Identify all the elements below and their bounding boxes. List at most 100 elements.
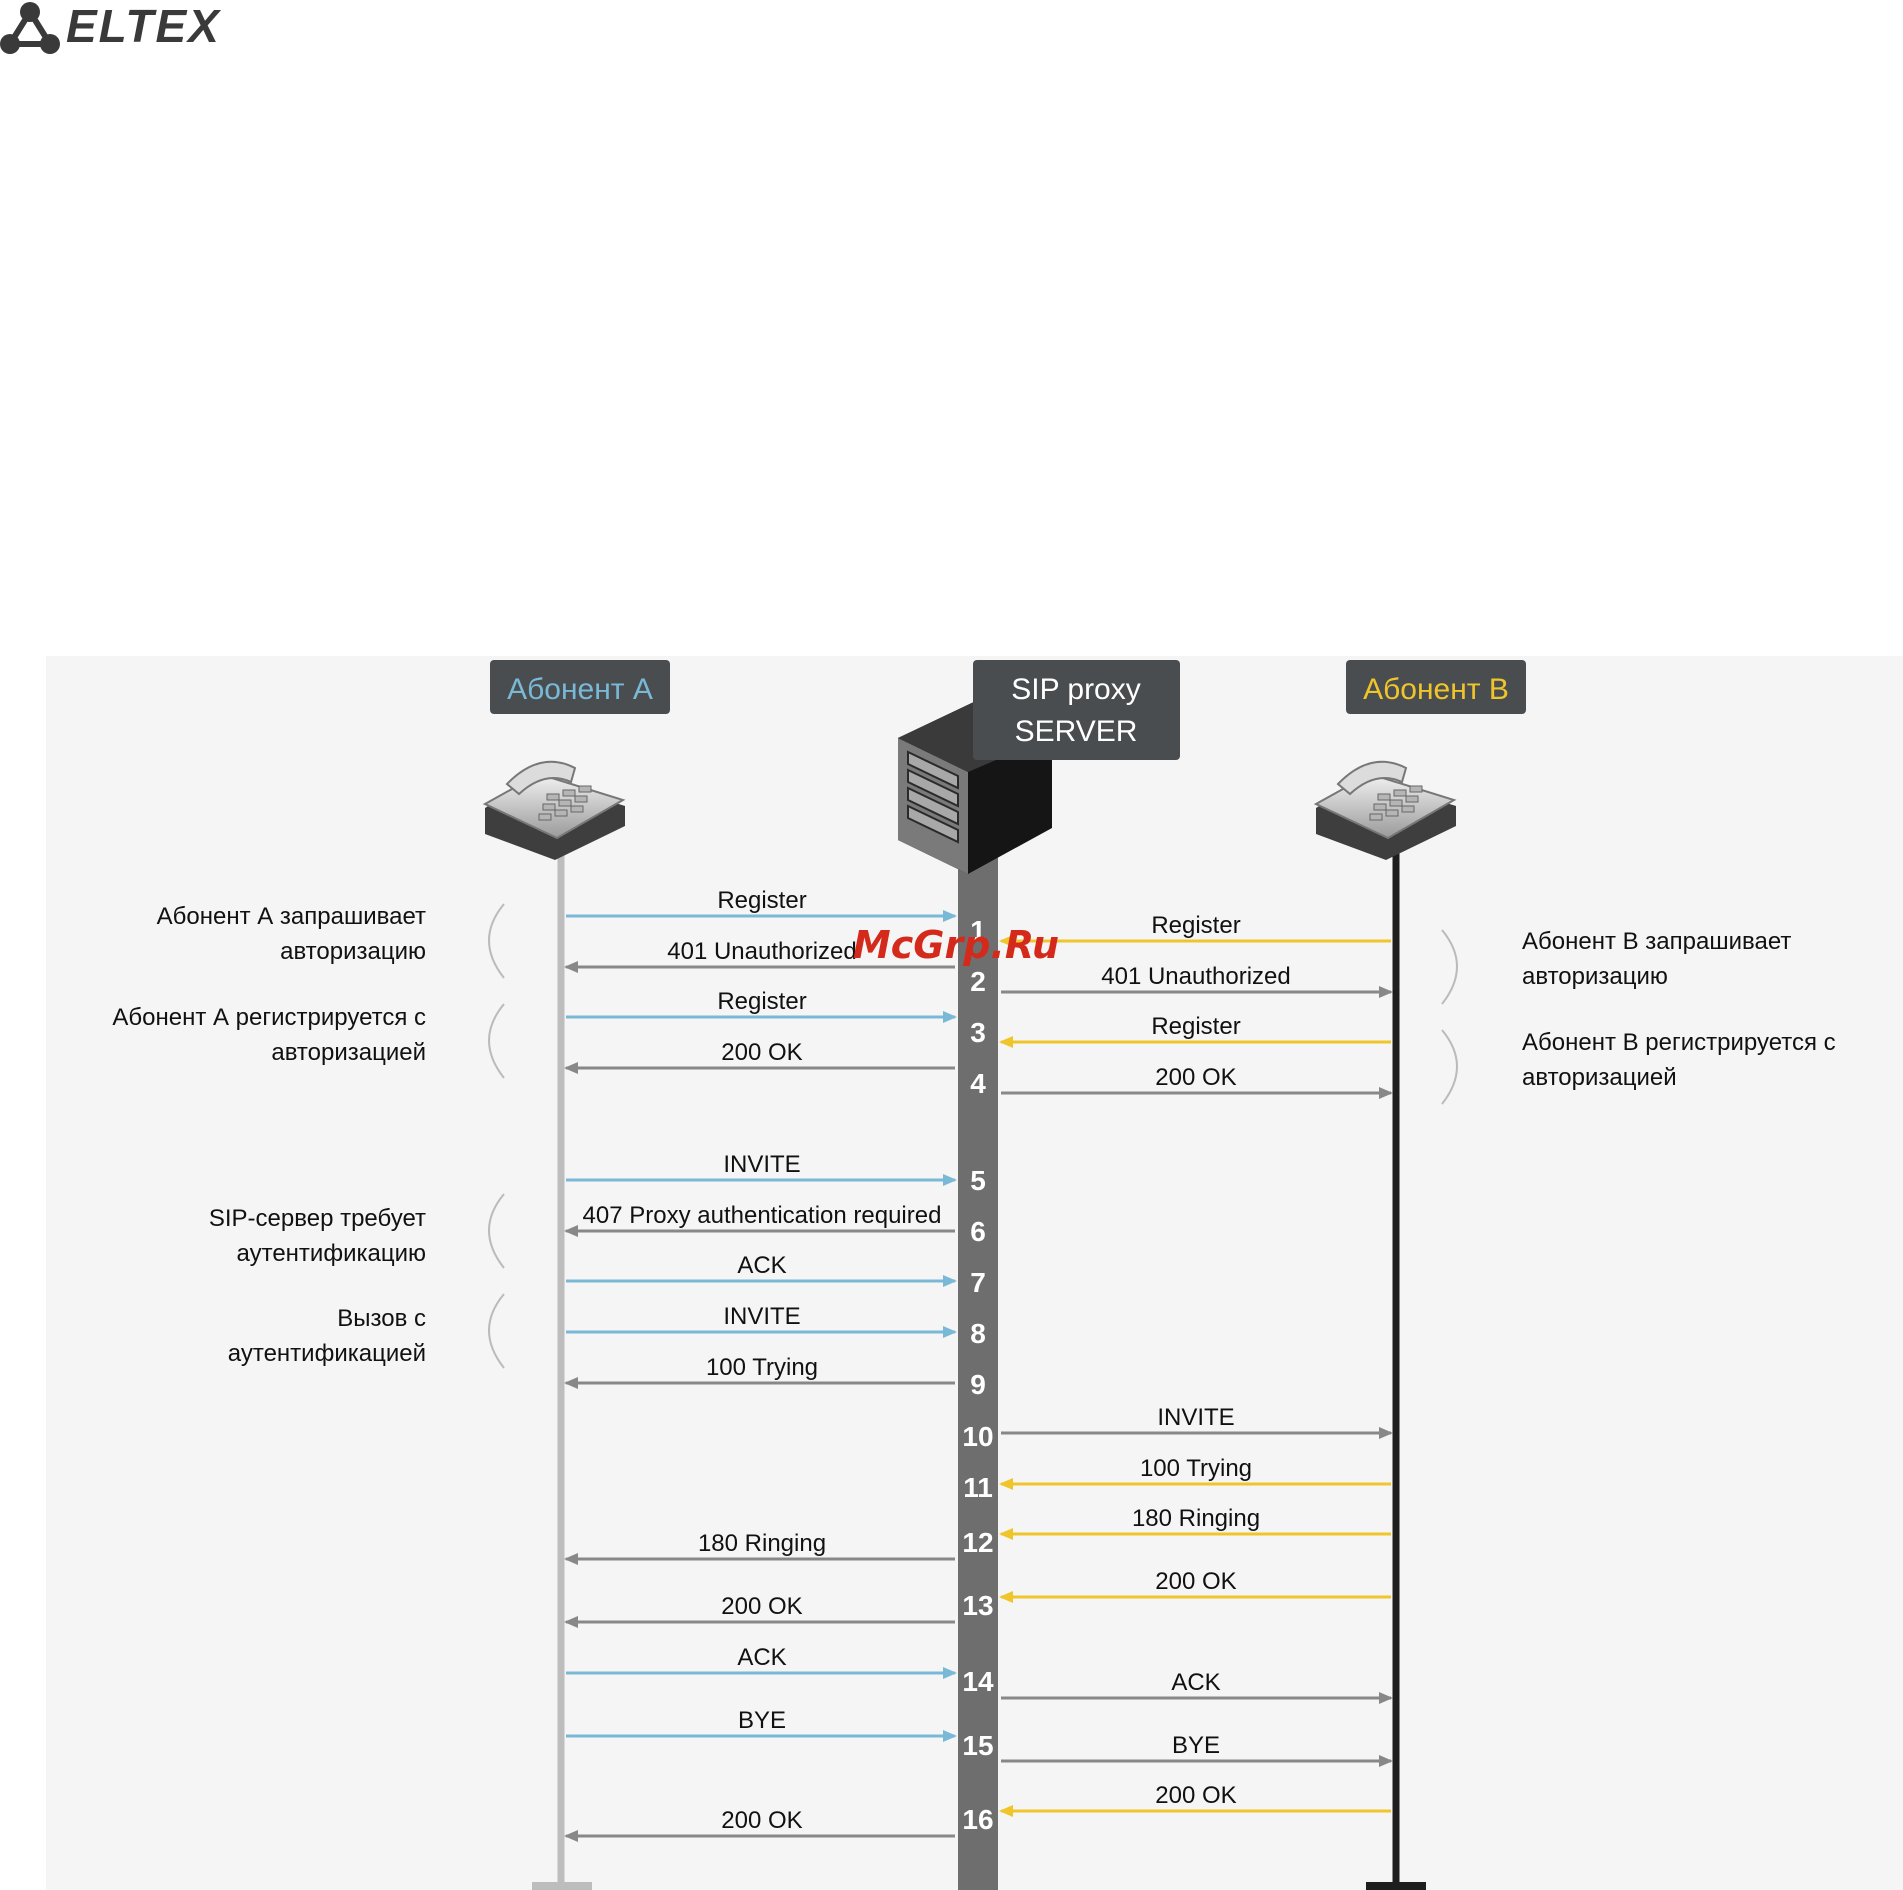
message-arrow: Register xyxy=(999,1013,1391,1048)
message-arrow: 401 Unauthorized xyxy=(1001,963,1393,998)
message-label: 100 Trying xyxy=(1140,1455,1252,1482)
message-label: 200 OK xyxy=(1155,1568,1236,1595)
step-number: 2 xyxy=(970,966,986,997)
note-a2-line2: авторизацией xyxy=(271,1039,426,1066)
message-arrow: 401 Unauthorized xyxy=(564,938,955,973)
step-number: 4 xyxy=(970,1068,986,1099)
message-label: Register xyxy=(1151,912,1240,939)
note-a2-line1: Абонент А регистрируется с xyxy=(112,1004,426,1031)
message-label: ACK xyxy=(1171,1669,1220,1696)
message-label: 200 OK xyxy=(721,1807,802,1834)
message-label: 200 OK xyxy=(1155,1064,1236,1091)
note-b1-line2: авторизацию xyxy=(1522,963,1668,990)
note-b-register-auth: Абонент В регистрируется с авторизацией xyxy=(1441,1029,1836,1105)
message-label: 401 Unauthorized xyxy=(667,938,856,965)
note-a3-line2: аутентификацию xyxy=(237,1240,426,1267)
message-arrow: 407 Proxy authentication required xyxy=(564,1202,955,1237)
message-label: 200 OK xyxy=(721,1593,802,1620)
step-number: 10 xyxy=(962,1421,993,1452)
header-server: SIP proxy SERVER xyxy=(973,660,1180,760)
message-label: Register xyxy=(717,988,806,1015)
note-b2-line1: Абонент В регистрируется с xyxy=(1522,1029,1836,1056)
note-a-register-auth: Абонент А регистрируется с авторизацией xyxy=(112,1003,505,1079)
step-number: 11 xyxy=(963,1472,993,1503)
step-number: 3 xyxy=(970,1017,986,1048)
message-arrow: ACK xyxy=(566,1252,957,1287)
eltex-logo: ELTEX xyxy=(0,0,221,54)
phone-a-icon xyxy=(482,760,626,860)
message-arrow: 200 OK xyxy=(564,1593,955,1628)
message-label: Register xyxy=(1151,1013,1240,1040)
message-arrow: 180 Ringing xyxy=(999,1505,1391,1540)
message-arrow: BYE xyxy=(1001,1732,1393,1767)
step-number: 9 xyxy=(970,1369,986,1400)
message-label: BYE xyxy=(1172,1732,1220,1759)
step-number: 1 xyxy=(970,915,986,946)
message-label: INVITE xyxy=(723,1151,800,1178)
step-number: 7 xyxy=(970,1267,986,1298)
phone-b-icon xyxy=(1313,760,1457,860)
message-label: 180 Ringing xyxy=(698,1530,826,1557)
message-label: ACK xyxy=(737,1644,786,1671)
message-arrow: 200 OK xyxy=(564,1807,955,1842)
note-b2-line2: авторизацией xyxy=(1522,1064,1677,1091)
step-number: 14 xyxy=(962,1666,994,1697)
header-subscriber-b: Абонент В xyxy=(1346,660,1526,714)
message-arrow: ACK xyxy=(566,1644,957,1679)
step-number: 12 xyxy=(962,1527,993,1558)
message-label: 200 OK xyxy=(1155,1782,1236,1809)
note-a-server-requires-auth: SIP-сервер требует аутентификацию xyxy=(209,1193,505,1269)
header-a-label: Абонент А xyxy=(507,673,653,706)
message-arrow: 180 Ringing xyxy=(564,1530,955,1565)
logo-text: ELTEX xyxy=(66,0,221,52)
step-number: 16 xyxy=(962,1804,993,1835)
message-arrow: ACK xyxy=(1001,1669,1393,1704)
message-arrow: 100 Trying xyxy=(564,1354,955,1389)
message-label: 200 OK xyxy=(721,1039,802,1066)
message-label: Register xyxy=(717,887,806,914)
sip-call-flow-diagram: Абонент А SIP proxy SERVER Абонент В Або… xyxy=(46,656,1903,1890)
lifeline-b-foot xyxy=(1366,1882,1426,1890)
header-server-line1: SIP proxy xyxy=(1011,673,1141,706)
message-label: ACK xyxy=(737,1252,786,1279)
note-a1-line2: авторизацию xyxy=(280,938,426,965)
message-arrow: Register xyxy=(566,988,957,1023)
message-label: 100 Trying xyxy=(706,1354,818,1381)
lifeline-server xyxy=(958,850,998,1890)
step-number: 13 xyxy=(962,1590,993,1621)
note-a-call-with-auth: Вызов с аутентификацией xyxy=(228,1293,505,1369)
message-label: 401 Unauthorized xyxy=(1101,963,1290,990)
header-b-label: Абонент В xyxy=(1363,673,1509,706)
step-number: 8 xyxy=(970,1318,986,1349)
message-arrow: INVITE xyxy=(566,1303,957,1338)
message-label: INVITE xyxy=(1157,1404,1234,1431)
note-a-request-auth: Абонент А запрашивает авторизацию xyxy=(157,903,505,979)
message-arrow: Register xyxy=(566,887,957,922)
message-label: BYE xyxy=(738,1707,786,1734)
message-arrow: 200 OK xyxy=(999,1568,1391,1603)
message-label: INVITE xyxy=(723,1303,800,1330)
step-number: 6 xyxy=(970,1216,986,1247)
note-b1-line1: Абонент В запрашивает xyxy=(1522,928,1791,955)
note-a4-line2: аутентификацией xyxy=(228,1340,426,1367)
lifeline-a-foot xyxy=(532,1882,592,1890)
message-arrow: BYE xyxy=(566,1707,957,1742)
step-number: 15 xyxy=(962,1730,993,1761)
message-arrow: 200 OK xyxy=(1001,1064,1393,1099)
message-arrow: INVITE xyxy=(566,1151,957,1186)
note-a4-line1: Вызов с xyxy=(337,1305,426,1332)
message-arrow: 200 OK xyxy=(564,1039,955,1074)
message-arrow: 200 OK xyxy=(999,1782,1391,1817)
message-label: 407 Proxy authentication required xyxy=(583,1202,942,1229)
message-arrow: Register xyxy=(999,912,1391,947)
note-a3-line1: SIP-сервер требует xyxy=(209,1205,426,1232)
header-server-line2: SERVER xyxy=(1015,715,1138,748)
watermark-text: McGrp.Ru xyxy=(853,923,1059,967)
header-subscriber-a: Абонент А xyxy=(490,660,670,714)
step-number: 5 xyxy=(970,1165,986,1196)
message-label: 180 Ringing xyxy=(1132,1505,1260,1532)
message-arrow: INVITE xyxy=(1001,1404,1393,1439)
note-b-request-auth: Абонент В запрашивает авторизацию xyxy=(1441,928,1791,1005)
logo-mark-icon xyxy=(0,2,60,54)
message-arrow: 100 Trying xyxy=(999,1455,1391,1490)
